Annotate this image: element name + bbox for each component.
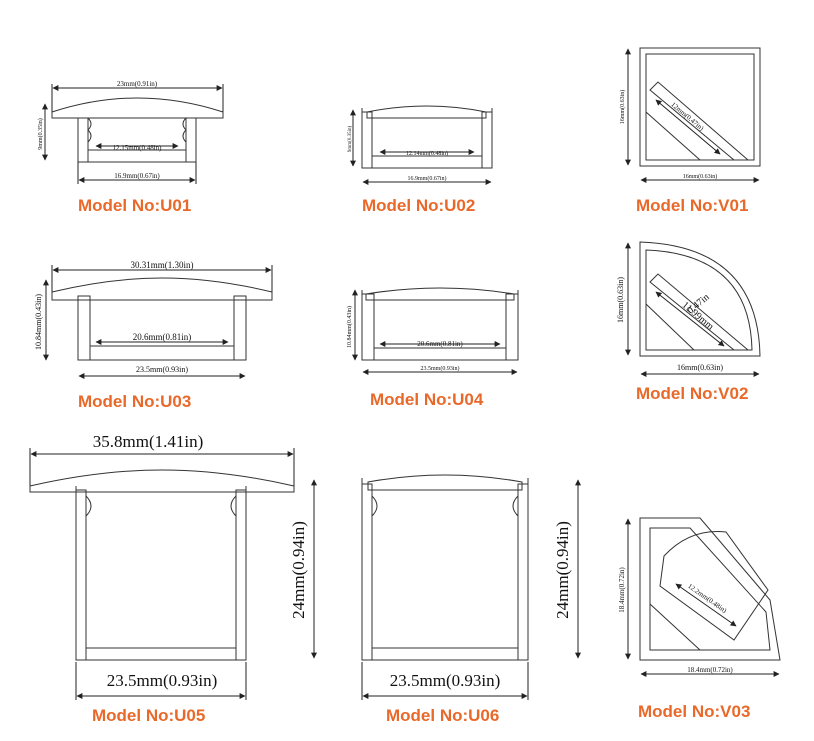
u06-base-label: 23.5mm(0.93in) bbox=[390, 671, 501, 690]
profile-v01: 12mm(0.47in) 16mm(0.63in) 16mm(0.63in) bbox=[619, 47, 761, 183]
profile-u06: 24mm(0.94in) 23.5mm(0.93in) bbox=[361, 474, 581, 700]
profile-u05: 35.8mm(1.41in) 24mm(0.94in) 23.5mm(0.93i… bbox=[29, 432, 317, 700]
caption-u02: Model No:U02 bbox=[362, 196, 476, 215]
v03-base-label: 18.4mm(0.72in) bbox=[687, 666, 733, 674]
u03-base-label: 23.5mm(0.93in) bbox=[136, 365, 188, 374]
caption-v03: Model No:V03 bbox=[638, 702, 751, 721]
v03-height-label: 18.4mm(0.72in) bbox=[618, 567, 626, 613]
caption-u05: Model No:U05 bbox=[92, 706, 206, 725]
v02-height-label: 16mm(0.63in) bbox=[616, 277, 625, 323]
caption-u01: Model No:U01 bbox=[78, 196, 192, 215]
u01-inner-label: 12.15mm(0.48in) bbox=[113, 144, 163, 152]
profile-v02: 0.47in 11.99mm 16mm(0.63in) 16mm(0.63in) bbox=[616, 241, 761, 377]
caption-u03: Model No:U03 bbox=[78, 392, 192, 411]
profile-u02: 12.14mm(0.48in) 9mm(0.35in) 16.9mm(0.67i… bbox=[348, 105, 493, 185]
u01-height-label: 9mm(0.35in) bbox=[37, 118, 44, 150]
caption-u04: Model No:U04 bbox=[370, 390, 484, 409]
u01-base-label: 16.9mm(0.67in) bbox=[114, 172, 160, 180]
profile-u04: 20.6mm(0.81in) 10.84mm(0.43in) 23.5mm(0.… bbox=[346, 287, 519, 375]
v01-height-label: 16mm(0.63in) bbox=[619, 90, 626, 125]
v01-diag-label: 12mm(0.47in) bbox=[669, 100, 705, 132]
v01-base-label: 16mm(0.63in) bbox=[683, 173, 718, 180]
u04-height-label: 10.84mm(0.43in) bbox=[346, 306, 353, 348]
u03-height-label: 10.84mm(0.43in) bbox=[34, 294, 43, 350]
u02-height-label: 9mm(0.35in) bbox=[348, 126, 353, 153]
caption-v02: Model No:V02 bbox=[636, 384, 749, 403]
profile-u01: 23mm(0.91in) 12.15mm(0.48in) 9mm(0.35in)… bbox=[37, 80, 224, 184]
v02-base-label: 16mm(0.63in) bbox=[677, 363, 723, 372]
profile-v03: 12.2mm(0.48in) 18.4mm(0.72in) 18.4mm(0.7… bbox=[618, 517, 781, 677]
u05-width-label: 35.8mm(1.41in) bbox=[93, 432, 204, 451]
u02-base-label: 16.9mm(0.67in) bbox=[408, 175, 447, 182]
profile-u03: 30.31mm(1.30in) 20.6mm(0.81in) 10.84mm(0… bbox=[34, 260, 273, 379]
u04-base-label: 23.5mm(0.93in) bbox=[421, 365, 460, 372]
u04-inner-label: 20.6mm(0.81in) bbox=[417, 340, 463, 348]
u02-inner-label: 12.14mm(0.48in) bbox=[406, 150, 448, 157]
u03-width-label: 30.31mm(1.30in) bbox=[131, 260, 194, 270]
u06-height-label: 24mm(0.94in) bbox=[553, 521, 572, 619]
u05-base-label: 23.5mm(0.93in) bbox=[107, 671, 218, 690]
u03-inner-label: 20.6mm(0.81in) bbox=[133, 332, 192, 342]
u05-height-label: 24mm(0.94in) bbox=[289, 521, 308, 619]
caption-u06: Model No:U06 bbox=[386, 706, 500, 725]
u01-width-label: 23mm(0.91in) bbox=[117, 80, 158, 88]
caption-v01: Model No:V01 bbox=[636, 196, 749, 215]
